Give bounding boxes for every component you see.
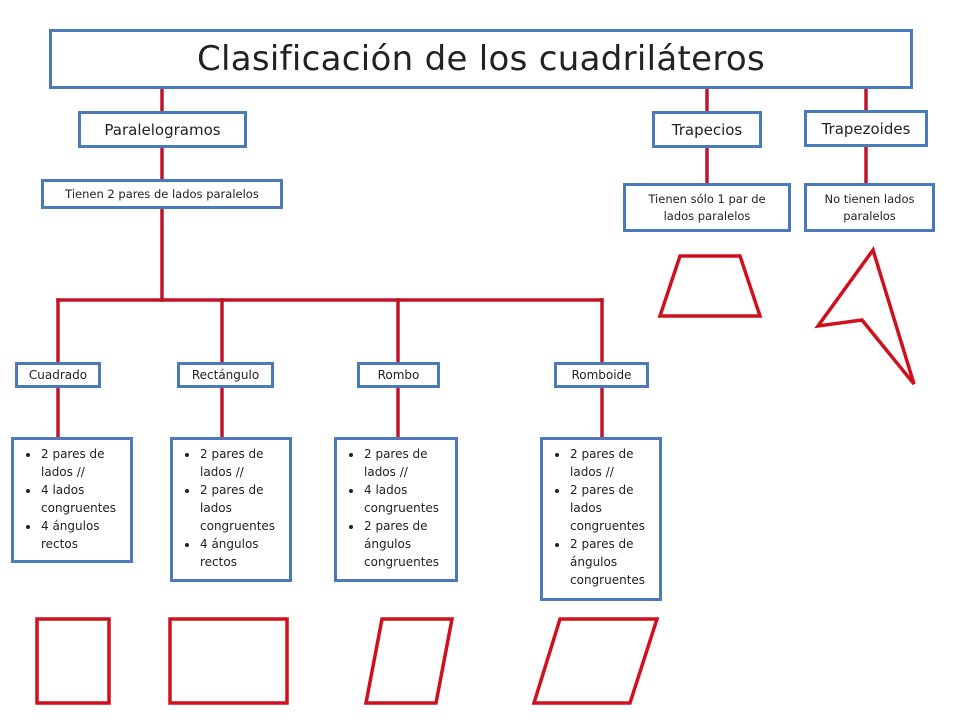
trapezoides-description: No tienen lados paralelos	[804, 183, 935, 232]
paralelogramos-description: Tienen 2 pares de lados paralelos	[41, 179, 283, 209]
trapecios-box: Trapecios	[652, 111, 762, 148]
list-item: 2 pares de lados //	[40, 445, 124, 481]
list-item: 2 pares de ángulos congruentes	[569, 535, 653, 589]
cuadrado-properties: 2 pares de lados // 4 lados congruentes …	[11, 437, 133, 563]
paralelogramos-box: Paralelogramos	[78, 111, 247, 148]
rectangulo-shape	[168, 617, 289, 705]
rombo-box: Rombo	[357, 362, 440, 388]
trapezoide-shape	[814, 246, 916, 386]
cuadrado-shape	[35, 617, 111, 705]
rectangulo-properties: 2 pares de lados // 2 pares de lados con…	[170, 437, 292, 582]
romboide-properties: 2 pares de lados // 2 pares de lados con…	[540, 437, 662, 601]
list-item: 2 pares de lados //	[569, 445, 653, 481]
list-item: 2 pares de ángulos congruentes	[363, 517, 449, 571]
list-item: 4 lados congruentes	[363, 481, 449, 517]
trapecio-shape	[657, 254, 763, 318]
page-title: Clasificación de los cuadriláteros	[49, 29, 913, 89]
list-item: 2 pares de lados congruentes	[199, 481, 283, 535]
cuadrado-box: Cuadrado	[15, 362, 101, 388]
list-item: 2 pares de lados congruentes	[569, 481, 653, 535]
rectangulo-box: Rectángulo	[177, 362, 274, 388]
rombo-properties: 2 pares de lados // 4 lados congruentes …	[334, 437, 458, 582]
romboide-box: Romboide	[554, 362, 649, 388]
list-item: 4 ángulos rectos	[199, 535, 283, 571]
list-item: 2 pares de lados //	[199, 445, 283, 481]
trapezoides-box: Trapezoides	[804, 110, 928, 147]
romboide-shape	[531, 617, 660, 705]
list-item: 4 lados congruentes	[40, 481, 124, 517]
rombo-shape	[363, 617, 455, 705]
list-item: 2 pares de lados //	[363, 445, 449, 481]
trapecios-description: Tienen sólo 1 par de lados paralelos	[623, 183, 791, 232]
list-item: 4 ángulos rectos	[40, 517, 124, 553]
